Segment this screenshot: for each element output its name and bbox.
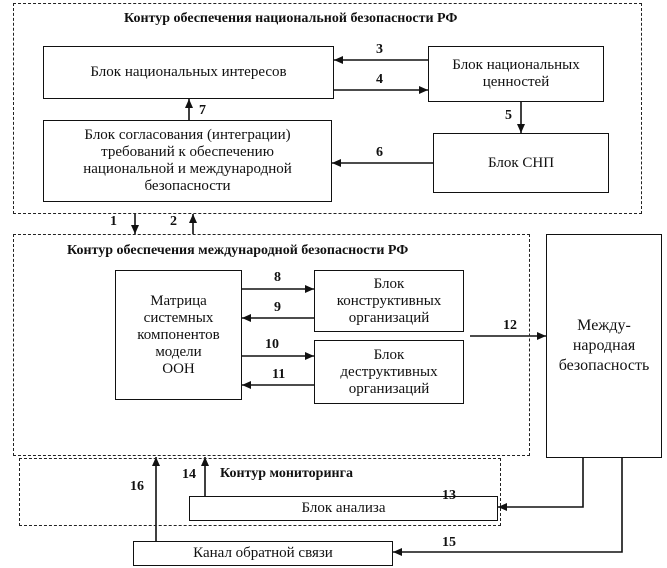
link-label-13: 13: [442, 488, 456, 503]
link-label-8: 8: [274, 270, 281, 285]
link-label-4: 4: [376, 72, 383, 87]
link-label-5: 5: [505, 108, 512, 123]
link-label-12: 12: [503, 318, 517, 333]
link-label-3: 3: [376, 42, 383, 57]
coordination-line-3: национальной и международной: [83, 161, 292, 177]
coordination-line-4: безопасности: [144, 178, 231, 194]
link-label-1: 1: [110, 214, 117, 229]
analysis-block: Блок анализа: [189, 496, 498, 521]
national-security-contour-title: Контур обеспечения национальной безопасн…: [124, 11, 458, 26]
link-label-10: 10: [265, 337, 279, 352]
un-matrix-line-1: Матрица: [150, 292, 207, 309]
monitoring-contour-title: Контур мониторинга: [220, 466, 353, 481]
link-label-9: 9: [274, 300, 281, 315]
national-interests-block: Блок национальных интересов: [43, 46, 334, 99]
international-security-line-1: Между-: [577, 317, 631, 334]
constructive-organizations-block: Блок конструктивных организаций: [314, 270, 464, 332]
international-security-line-3: безопасность: [558, 357, 650, 374]
coordination-block: Блок согласования (интеграции) требовани…: [43, 120, 332, 202]
national-values-line-2: ценностей: [482, 74, 550, 90]
constructive-line-2: конструктивных: [336, 292, 442, 309]
analysis-label: Блок анализа: [301, 500, 386, 516]
un-matrix-line-2: системных: [143, 309, 214, 326]
arrow-15: [393, 458, 623, 556]
un-matrix-line-4: модели: [155, 343, 202, 360]
snp-block: Блок СНП: [433, 133, 609, 193]
link-label-16: 16: [130, 479, 144, 494]
destructive-organizations-block: Блок деструктивных организаций: [314, 340, 464, 404]
link-label-7: 7: [199, 103, 206, 118]
link-label-2: 2: [170, 214, 177, 229]
coordination-line-1: Блок согласования (интеграции): [84, 127, 291, 143]
national-values-block: Блок национальных ценностей: [428, 46, 604, 102]
constructive-line-1: Блок: [373, 275, 405, 292]
arrow-13: [498, 458, 584, 511]
destructive-line-3: организаций: [348, 380, 430, 397]
coordination-line-2: требований к обеспечению: [101, 144, 274, 160]
national-values-line-1: Блок национальных: [452, 57, 580, 73]
un-matrix-line-5: ООН: [162, 360, 195, 377]
international-security-contour: [13, 234, 530, 456]
international-security-line-2: народная: [572, 337, 636, 354]
un-matrix-block: Матрица системных компонентов модели ООН: [115, 270, 242, 400]
international-security-contour-title: Контур обеспечения международной безопас…: [67, 243, 409, 258]
monitoring-contour: [19, 458, 501, 526]
national-interests-label: Блок национальных интересов: [90, 64, 287, 80]
link-label-11: 11: [272, 367, 286, 382]
un-matrix-line-3: компонентов: [137, 326, 220, 343]
international-security-block: Между- народная безопасность: [546, 234, 662, 458]
link-label-6: 6: [376, 145, 383, 160]
constructive-line-3: организаций: [348, 309, 430, 326]
destructive-line-2: деструктивных: [340, 363, 438, 380]
link-label-15: 15: [442, 535, 456, 550]
feedback-channel-label: Канал обратной связи: [193, 545, 333, 561]
national-security-contour: [13, 3, 642, 214]
link-label-14: 14: [182, 467, 196, 482]
feedback-channel-block: Канал обратной связи: [133, 541, 393, 566]
destructive-line-1: Блок: [373, 346, 405, 363]
snp-label: Блок СНП: [487, 154, 555, 171]
